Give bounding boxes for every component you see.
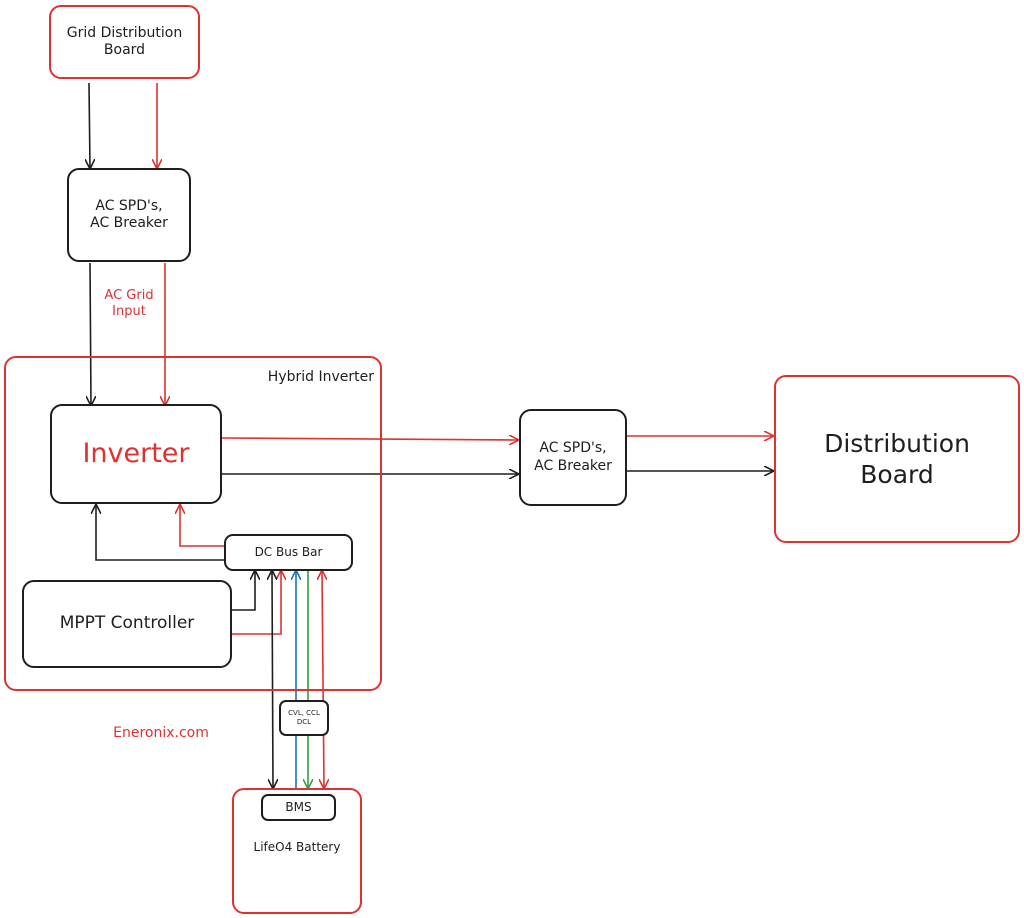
bms-box [261,794,336,821]
distribution-board-label: Distribution Board [824,428,970,489]
bms-label: BMS [285,800,312,814]
arrow-busbar-to-inverter-black [96,505,224,561]
ac-spd-top-box [67,168,191,262]
dc-bus-bar-box [224,534,353,571]
battery-box [232,788,362,914]
inverter-box [50,404,222,504]
arrow-busbar-battery-black [272,571,273,788]
battery-label: LifeO4 Battery [253,839,341,854]
distribution-board-box [774,375,1020,543]
arrow-mppt-to-busbar-black [232,571,255,611]
mppt-controller-box [22,580,232,668]
arrow-grid-to-spd-black [89,82,90,168]
hybrid-inverter-box [4,356,382,691]
mppt-controller-label: MPPT Controller [59,613,195,634]
arrow-mppt-to-busbar-red [232,571,281,635]
ac-spd-top-label: AC SPD's, AC Breaker [90,197,168,232]
arrow-inverter-to-spd-red [221,438,518,440]
dc-bus-bar-label: DC Bus Bar [254,545,323,559]
grid-distribution-board-label: Grid Distribution Board [66,24,183,59]
arrow-busbar-battery-red [322,571,324,788]
arrow-spd-to-inverter-black [90,262,91,405]
grid-distribution-board-box [49,5,200,79]
hybrid-inverter-label: Hybrid Inverter [267,369,374,386]
cvl-ccl-dcl-label: CVL, CCL DCL [288,709,320,726]
inverter-label: Inverter [82,438,190,470]
ac-spd-right-box [519,409,627,506]
arrow-busbar-to-inverter-red [180,505,224,547]
ac-grid-input-label: AC Grid Input [104,287,154,319]
ac-spd-right-label: AC SPD's, AC Breaker [534,440,612,474]
watermark-text: Eneronix.com [113,725,209,742]
cvl-ccl-dcl-box [279,700,329,736]
